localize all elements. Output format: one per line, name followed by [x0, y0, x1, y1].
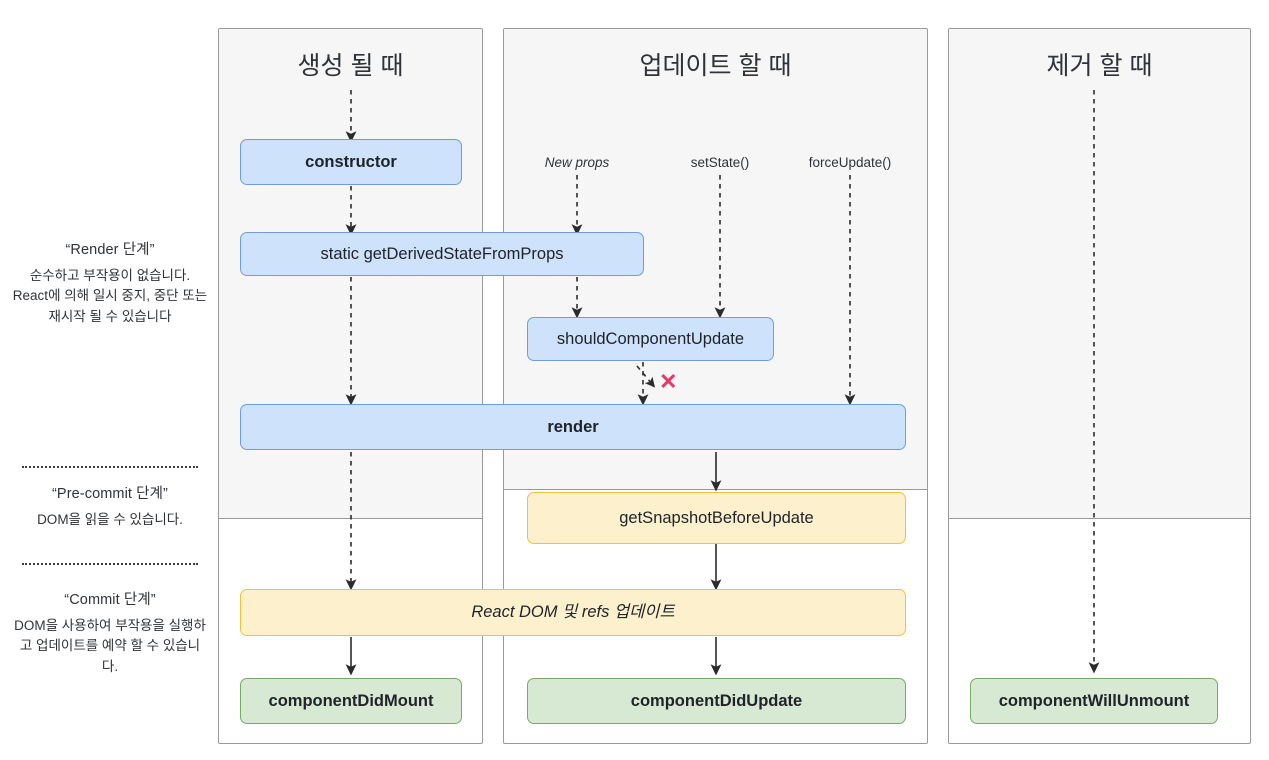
column-title-mounting: 생성 될 때: [297, 52, 404, 80]
column-unmounting-render-shade: [949, 29, 1250, 519]
phase-commit-title: “Commit 단계”: [64, 592, 156, 608]
node-constructor[interactable]: constructor: [240, 139, 462, 185]
phase-render: “Render 단계” 순수하고 부작용이 없습니다. React에 의해 일시…: [12, 238, 208, 327]
phase-render-title: “Render 단계”: [65, 242, 155, 258]
node-component-will-unmount[interactable]: componentWillUnmount: [970, 678, 1218, 724]
node-render[interactable]: render: [240, 404, 906, 450]
node-get-snapshot-before-update[interactable]: getSnapshotBeforeUpdate: [527, 492, 906, 544]
node-get-derived-state-from-props[interactable]: static getDerivedStateFromProps: [240, 232, 644, 276]
phase-pre-commit: “Pre-commit 단계” DOM을 읽을 수 있습니다.: [12, 482, 208, 530]
phase-render-body: 순수하고 부작용이 없습니다. React에 의해 일시 중지, 중단 또는 재…: [12, 268, 208, 324]
column-mounting: [218, 28, 483, 744]
column-title-unmounting: 제거 할 때: [1046, 52, 1153, 80]
phase-pre-commit-title: “Pre-commit 단계”: [52, 486, 168, 502]
column-title-updating: 업데이트 할 때: [639, 52, 792, 80]
trigger-force-update: forceUpdate(): [808, 155, 892, 170]
node-react-dom-and-refs-update[interactable]: React DOM 및 refs 업데이트: [240, 589, 906, 636]
phase-commit-body: DOM을 사용하여 부작용을 실행하고 업데이트를 예약 할 수 있습니다.: [14, 618, 206, 674]
phase-pre-commit-body: DOM을 읽을 수 있습니다.: [37, 512, 183, 527]
phase-divider-bottom: [22, 563, 198, 565]
skip-update-x-icon: ✕: [659, 369, 678, 394]
node-component-did-mount[interactable]: componentDidMount: [240, 678, 462, 724]
phase-divider-top: [22, 466, 198, 468]
trigger-new-props: New props: [544, 155, 610, 170]
node-component-did-update[interactable]: componentDidUpdate: [527, 678, 906, 724]
phase-commit: “Commit 단계” DOM을 사용하여 부작용을 실행하고 업데이트를 예약…: [12, 588, 208, 677]
trigger-set-state: setState(): [690, 155, 750, 170]
column-updating: [503, 28, 928, 744]
column-unmounting: [948, 28, 1251, 744]
node-should-component-update[interactable]: shouldComponentUpdate: [527, 317, 774, 361]
